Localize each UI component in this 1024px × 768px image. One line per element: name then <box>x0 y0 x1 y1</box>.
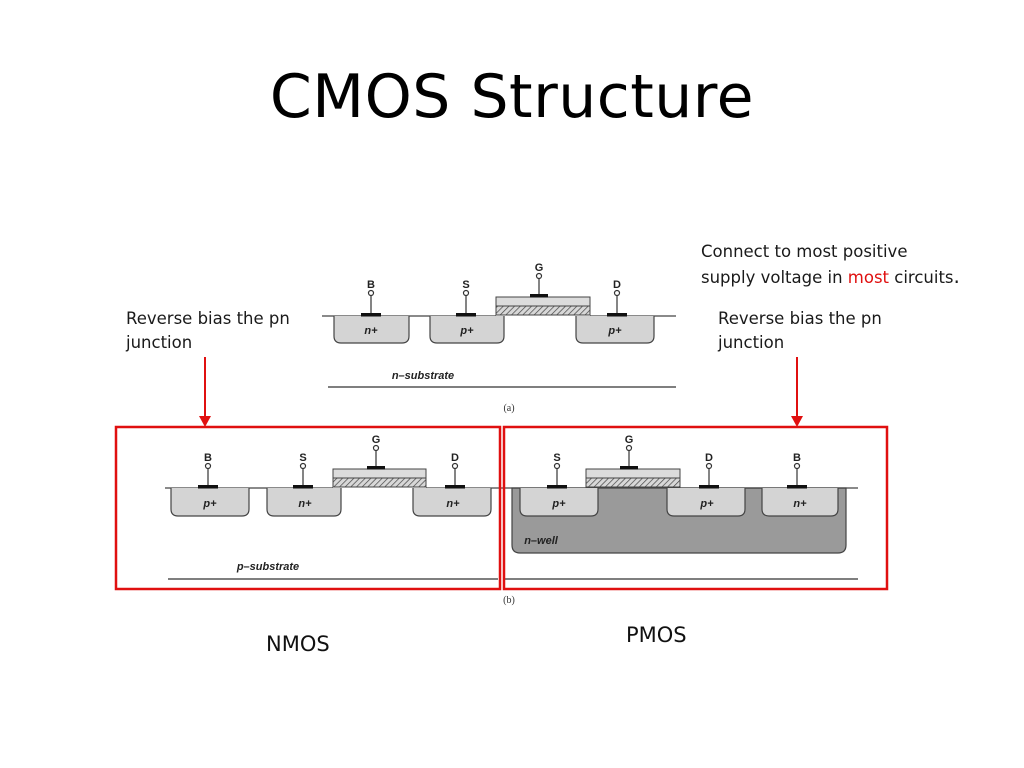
fig-b-nmos-gate-oxide <box>332 477 427 488</box>
note-connect-highlight: most <box>847 268 890 287</box>
fig-b-pmos-terminal-b: B <box>793 452 801 464</box>
fig-b-n-well-label: n–well <box>524 535 559 547</box>
fig-b-nmos-contact-g <box>367 444 385 470</box>
fig-b-pmos-terminal-d: D <box>705 452 713 464</box>
fig-b-nmos-contact-b <box>198 462 218 489</box>
fig-b-pmos-region-n-plus-body <box>761 488 839 517</box>
fig-a-doping-p-plus-drain: p+ <box>607 325 622 337</box>
fig-a-doping-p-plus-source: p+ <box>459 325 474 337</box>
fig-b-nmos-region-n-plus-source <box>266 488 342 517</box>
note-reverse-bias-right: Reverse bias the pn junction <box>718 307 938 355</box>
fig-b-pmos-gate-oxide <box>585 477 681 488</box>
fig-b-pmos-contact-d <box>699 462 719 489</box>
fig-b-nmos-region-n-plus-drain <box>412 488 492 517</box>
fig-b-label: (b) <box>503 595 515 606</box>
fig-b-nmos-terminal-b: B <box>204 452 212 464</box>
figure-b-nmos-cross-section: B S G D p+ n+ n+ p–substrate <box>165 434 500 580</box>
fig-b-nmos-doping-n-plus-source: n+ <box>298 498 312 510</box>
fig-b-pmos-doping-p-plus-source: p+ <box>551 498 566 510</box>
note-reverse-bias-left: Reverse bias the pn junction <box>126 307 346 355</box>
fig-b-nmos-terminal-d: D <box>451 452 459 464</box>
fig-b-pmos-contact-g <box>620 444 638 470</box>
fig-a-label: (a) <box>503 403 514 414</box>
fig-b-pmos-doping-n-plus-body: n+ <box>793 498 807 510</box>
figure-a-pmos-cross-section: B S G D n+ p+ p+ n–substrate (a) <box>322 262 676 414</box>
fig-b-nmos-terminal-g: G <box>372 434 381 446</box>
fig-a-region-p-plus-source <box>429 316 505 344</box>
fig-a-gate-oxide <box>495 305 591 316</box>
fig-b-pmos-contact-b <box>787 462 807 489</box>
note-connect-line2-post: circuits <box>889 268 954 287</box>
note-connect-supply: Connect to most positive supply voltage … <box>701 240 1021 290</box>
note-connect-line2: supply voltage in most circuits. <box>701 264 1021 290</box>
pmos-highlight-box <box>502 425 889 591</box>
caption-nmos: NMOS <box>266 632 330 656</box>
fig-a-doping-n-plus: n+ <box>364 325 378 337</box>
figure-b-pmos-cross-section: S G D B p+ p+ n+ n–well (b) <box>500 434 858 606</box>
fig-a-terminal-d: D <box>613 279 621 291</box>
fig-a-contact-g <box>530 272 548 298</box>
note-connect-line1: Connect to most positive <box>701 242 908 261</box>
fig-a-terminal-b: B <box>367 279 375 291</box>
fig-a-contact-d <box>607 289 627 317</box>
fig-b-pmos-terminal-s: S <box>553 452 560 464</box>
note-left-line1: Reverse bias the pn <box>126 309 290 328</box>
caption-pmos: PMOS <box>626 623 687 647</box>
nmos-highlight-box <box>114 425 502 591</box>
fig-a-substrate-label: n–substrate <box>392 370 454 382</box>
fig-b-nmos-doping-n-plus-drain: n+ <box>446 498 460 510</box>
fig-a-region-n-plus <box>333 316 410 344</box>
fig-b-nmos-gate-poly <box>332 468 427 479</box>
fig-b-nmos-terminal-s: S <box>299 452 306 464</box>
fig-a-region-p-plus-drain <box>575 316 655 344</box>
fig-a-gate-poly <box>495 296 591 307</box>
note-left-line2: junction <box>126 333 193 352</box>
fig-b-pmos-region-p-plus-drain <box>666 488 746 517</box>
arrow-left-to-nmos <box>199 357 211 427</box>
fig-a-terminal-g: G <box>535 262 544 274</box>
arrow-right-to-pmos <box>791 357 803 427</box>
fig-b-pmos-contact-s <box>547 462 567 489</box>
note-connect-line2-pre: supply voltage in <box>701 268 848 287</box>
fig-b-nmos-doping-p-plus: p+ <box>202 498 217 510</box>
fig-b-pmos-region-p-plus-source <box>519 488 599 517</box>
note-right-line1: Reverse bias the pn <box>718 309 882 328</box>
fig-b-pmos-doping-p-plus-drain: p+ <box>699 498 714 510</box>
slide-title: CMOS Structure <box>269 62 755 132</box>
fig-b-nmos-region-p-plus <box>170 488 250 517</box>
note-connect-line2-end: . <box>953 264 960 288</box>
fig-a-contact-s <box>456 289 476 317</box>
fig-b-pmos-gate-poly <box>585 468 681 479</box>
fig-b-nmos-contact-s <box>293 462 313 489</box>
fig-a-terminal-s: S <box>462 279 469 291</box>
fig-b-nmos-contact-d <box>445 462 465 489</box>
fig-b-substrate-label: p–substrate <box>236 561 299 573</box>
note-right-line2: junction <box>718 333 785 352</box>
fig-a-contact-b <box>361 289 381 317</box>
fig-b-pmos-terminal-g: G <box>625 434 634 446</box>
